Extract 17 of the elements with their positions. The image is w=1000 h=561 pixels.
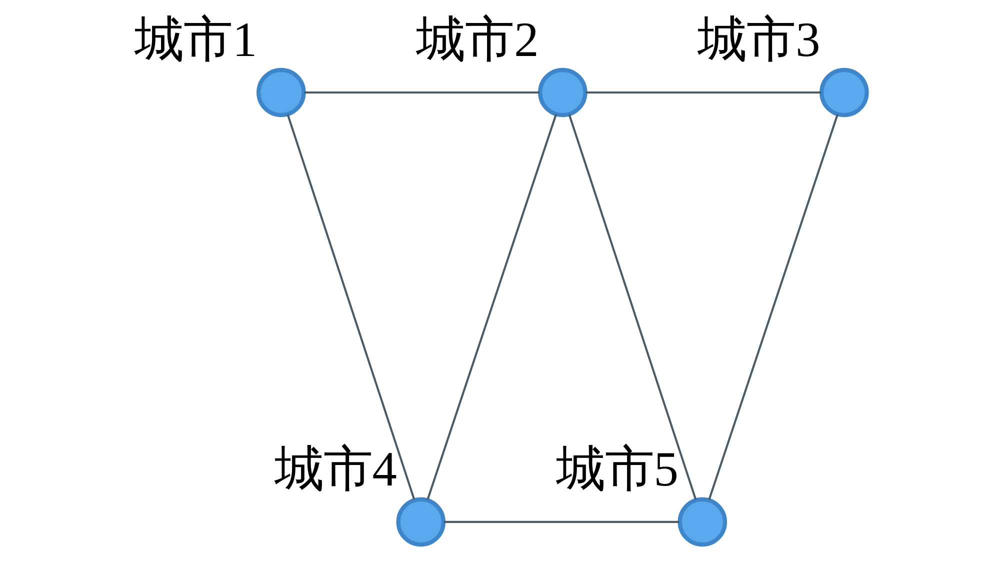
connector — [426, 114, 557, 500]
connector — [708, 114, 838, 500]
node-label: 城市3 — [698, 12, 820, 67]
connector — [444, 520, 680, 523]
node-circle — [396, 497, 446, 547]
node-label: 城市1 — [134, 12, 258, 67]
node-label: 城市4 — [274, 441, 397, 496]
node-label: 城市5 — [556, 441, 678, 496]
node-label: 城市2 — [416, 12, 539, 67]
node-circle — [678, 497, 728, 547]
node-circle — [820, 68, 869, 118]
connector — [568, 114, 697, 500]
connector — [286, 114, 416, 500]
connector — [304, 91, 540, 94]
node-circle — [538, 68, 588, 118]
connector — [586, 91, 821, 94]
node-circle — [256, 68, 306, 118]
